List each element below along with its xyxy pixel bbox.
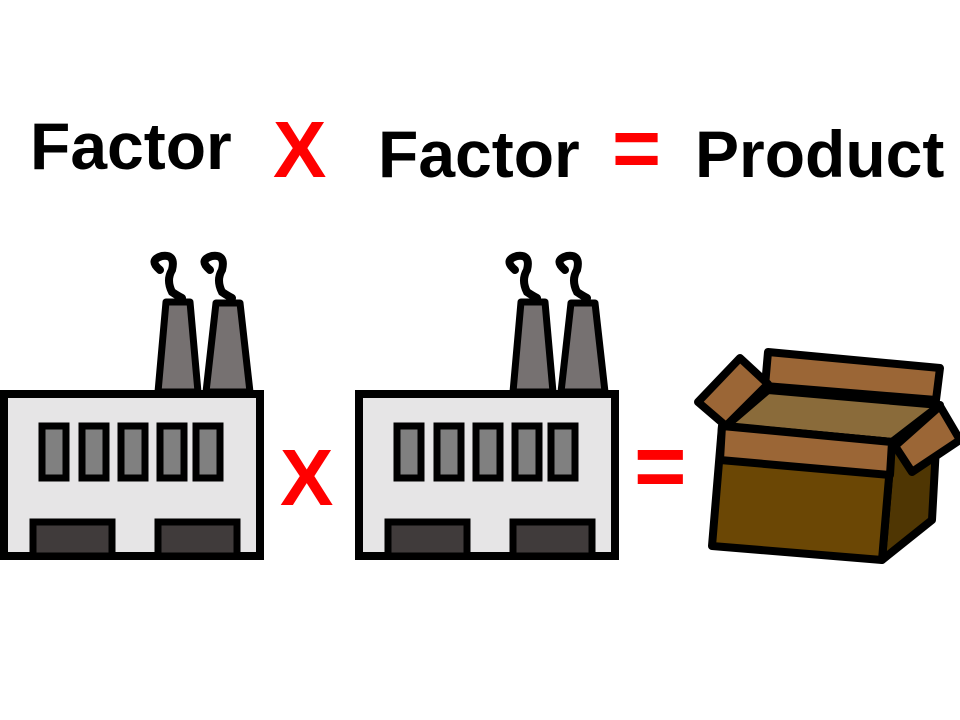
times-sign: X [273, 105, 327, 194]
picture-equals-sign: = [634, 417, 687, 517]
label-factor-1: Factor [30, 109, 232, 183]
factory-icon-2 [359, 256, 615, 556]
label-product: Product [695, 117, 945, 191]
factory-icon-1 [4, 256, 260, 556]
equals-sign: = [612, 101, 662, 195]
label-factor-2: Factor [378, 117, 580, 191]
open-box-icon [694, 348, 960, 564]
picture-times-sign: X [280, 433, 334, 522]
